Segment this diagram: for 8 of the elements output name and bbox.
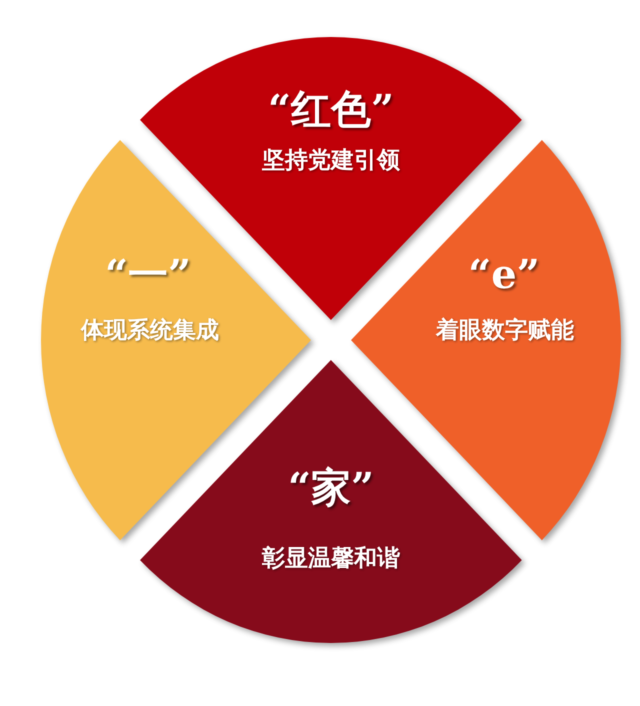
segment-text: 体现系统集成 — [81, 318, 219, 342]
segment-heading: “家” — [288, 468, 374, 508]
segment-text: 着眼数字赋能 — [436, 318, 574, 342]
segment-heading: “一” — [105, 254, 191, 295]
segment-text: 坚持党建引领 — [262, 148, 400, 172]
segment-text: 彰显温馨和谐 — [262, 546, 400, 570]
segment-heading: “红色” — [268, 90, 394, 130]
segment-heading: “e” — [468, 254, 540, 295]
